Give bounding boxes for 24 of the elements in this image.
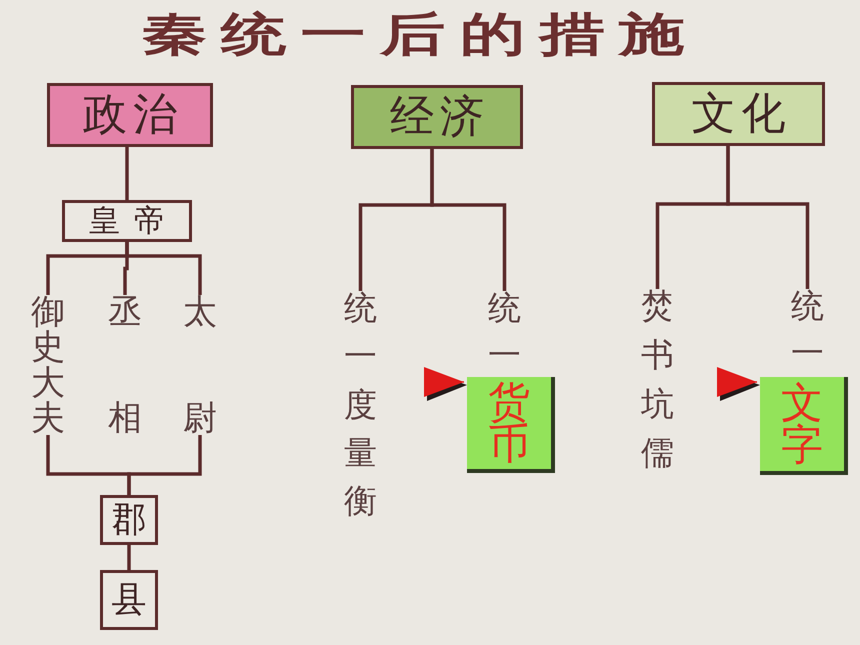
pointer-arrow <box>424 367 467 401</box>
connector-line <box>127 435 202 495</box>
vertical-label: 统一 <box>487 291 522 371</box>
label-box: 经济 <box>351 85 523 149</box>
vertical-label: 太尉 <box>182 295 218 435</box>
connector-line <box>125 242 202 295</box>
vertical-label: 焚书坑儒 <box>640 289 675 469</box>
connector-line <box>127 545 131 570</box>
label-box: 郡 <box>100 495 158 545</box>
connector-line <box>430 149 506 291</box>
vertical-label: 统一度量衡 <box>343 291 378 517</box>
label-box: 县 <box>100 570 158 630</box>
highlight-box: 文字 <box>760 377 848 475</box>
vertical-label: 丞相 <box>107 295 143 435</box>
label-box: 文化 <box>652 82 825 146</box>
connector-line <box>125 147 129 200</box>
highlight-box: 货币 <box>467 377 555 473</box>
label-box: 政治 <box>47 83 213 147</box>
label-box: 皇帝 <box>62 200 192 242</box>
vertical-label: 御史大夫 <box>30 295 66 435</box>
connector-line <box>726 146 810 289</box>
title: 秦统一后的措施 <box>142 11 698 57</box>
pointer-arrow <box>717 367 760 401</box>
vertical-label: 统一 <box>790 289 825 369</box>
